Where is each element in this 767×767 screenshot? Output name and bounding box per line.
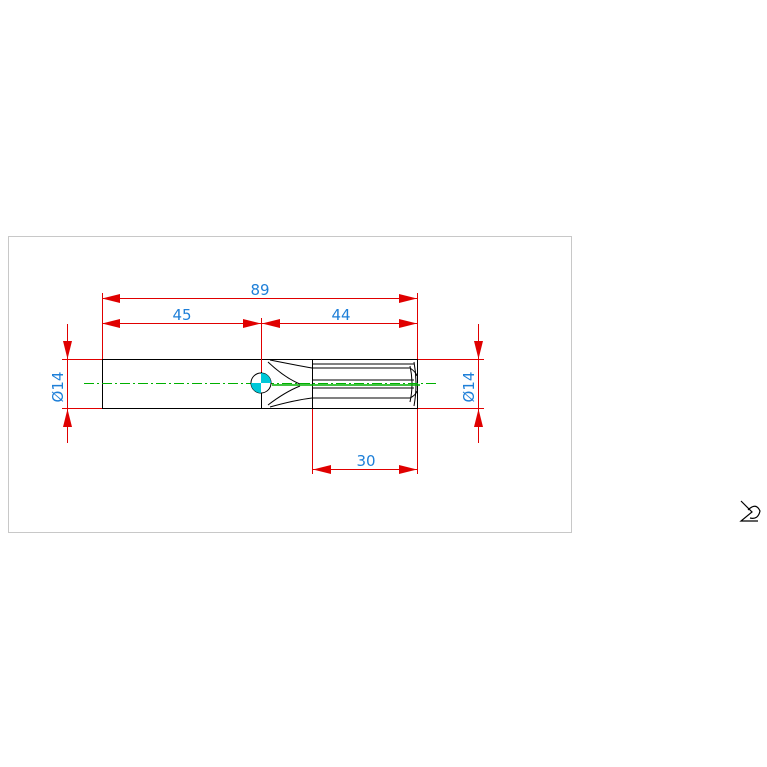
flute-top bbox=[269, 359, 418, 377]
ucs-axis-icon bbox=[739, 500, 761, 522]
dim-right-diameter[interactable]: Ø14 bbox=[460, 372, 478, 403]
flute-curve-1 bbox=[267, 361, 301, 385]
dim-overall-length[interactable]: 89 bbox=[250, 281, 269, 299]
flute-bottom bbox=[269, 390, 418, 408]
dim-right-length[interactable]: 44 bbox=[331, 306, 350, 324]
dimension-arrows bbox=[63, 294, 483, 474]
flute-curve-2 bbox=[267, 385, 301, 406]
dimension-labels[interactable]: 89 45 44 30 Ø14 Ø14 bbox=[49, 281, 478, 470]
dim-left-length[interactable]: 45 bbox=[172, 306, 191, 324]
dim-tip-length[interactable]: 30 bbox=[356, 452, 375, 470]
viewport-frame bbox=[8, 236, 572, 533]
part-outline bbox=[102, 359, 418, 409]
snap-marker-icon[interactable] bbox=[250, 372, 272, 394]
dim-left-diameter[interactable]: Ø14 bbox=[49, 372, 67, 403]
